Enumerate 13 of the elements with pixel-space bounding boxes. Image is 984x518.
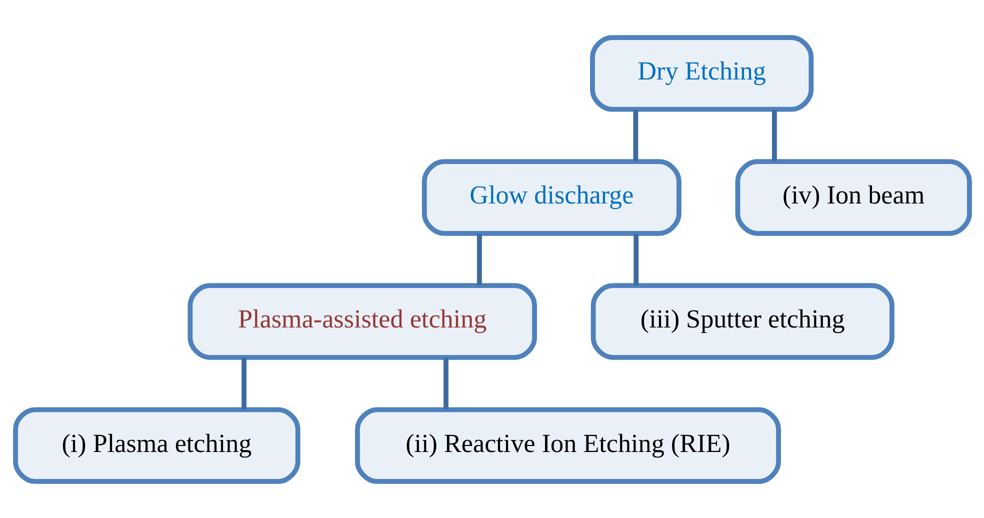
node-box: (iv) Ion beam [734,158,972,236]
node-box: (i) Plasma etching [12,406,300,484]
node-box: Glow discharge [421,158,681,236]
connector [241,358,246,409]
connector [772,109,776,161]
connector [443,358,448,409]
node-box: Dry Etching [590,34,814,112]
connector [632,109,638,161]
connector [633,234,638,285]
node-box: (ii) Reactive Ion Etching (RIE) [354,406,780,484]
connector [476,234,482,285]
node-box: (iii) Sputter etching [590,282,894,360]
node-box: Plasma-assisted etching [187,282,536,360]
